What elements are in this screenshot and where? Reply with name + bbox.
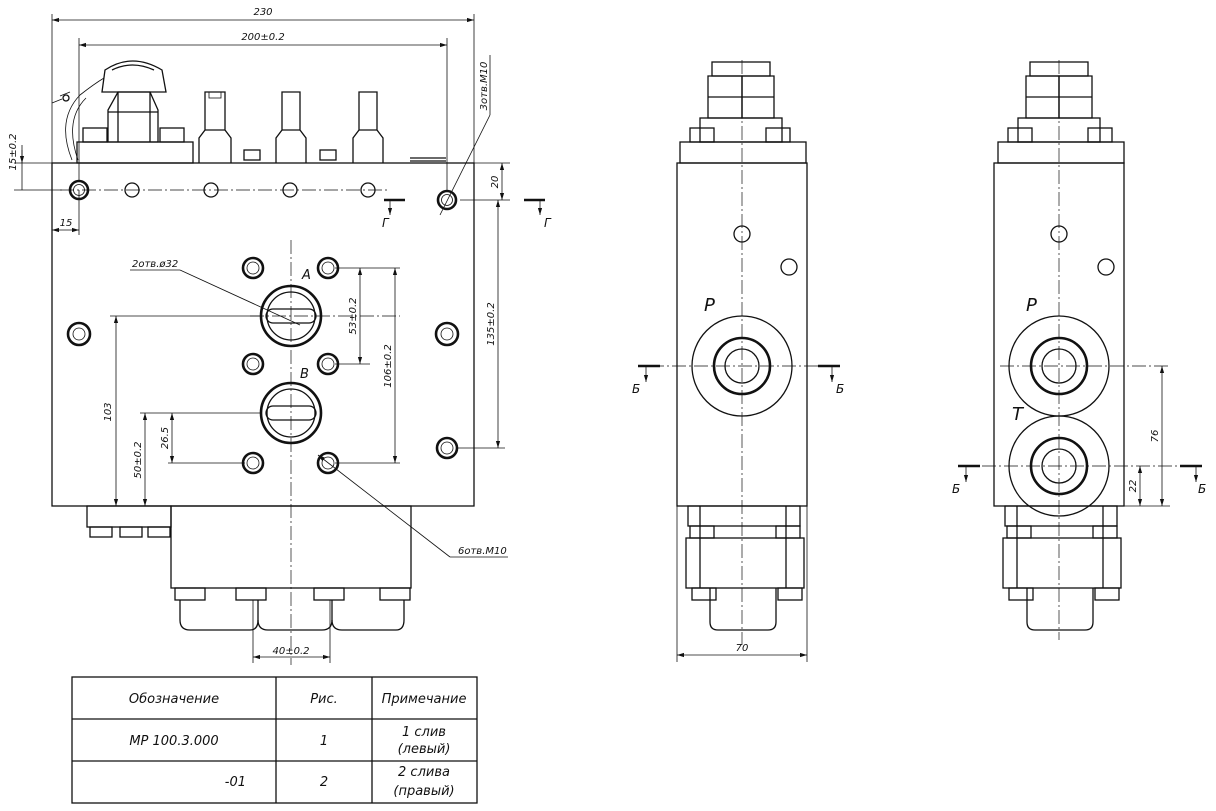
dim-103-label: 103 [103,402,114,421]
dimension-overall-width: 230 [51,7,475,165]
port-a-label: A [301,268,311,283]
side-view-2: P T 76 22 Б Б [952,60,1206,640]
dimension-26-5: 26.5 [160,413,245,464]
table-row1-fig: 1 [320,734,328,749]
dimension-top-hole-offset: 20 [460,162,510,201]
designation-table: Обозначение Рис. Примечание МР 100.3.000… [71,676,478,804]
table-row1-note-line2: (левый) [398,742,451,757]
callout-3-holes-label: 3отв.M10 [479,62,490,111]
table-header-designation: Обозначение [129,692,219,707]
table-row2-note-line2: (правый) [393,784,454,799]
dim-106-label: 106±0.2 [383,344,394,387]
table-row2-note-line1: 2 слива [398,765,450,780]
section-mark-g: Г Г [382,198,552,230]
callout-2-ports-label: 2отв.ø32 [132,259,178,270]
side2-dim-76-label: 76 [1150,430,1161,443]
side2-section-left: Б [952,482,960,496]
dim-53-label: 53±0.2 [348,297,359,334]
dimension-40: 40±0.2 [252,600,331,663]
side2-port-p-label: P [1026,295,1037,316]
dimension-106: 106±0.2 [335,268,400,464]
dimension-top-offset: 15±0.2 [8,133,62,191]
dim-230-label: 230 [253,7,272,18]
valve-body [51,162,475,507]
dim-15-vertical-label: 15±0.2 [8,133,19,170]
side1-section-left: Б [632,382,640,396]
side1-width-label: 70 [736,643,749,654]
port-a: A [250,268,400,348]
dim-200-label: 200±0.2 [241,32,284,43]
table-row2-fig: 2 [320,775,328,790]
side2-dim-22-label: 22 [1128,480,1139,493]
port-mounting-holes [66,256,460,475]
dim-26-5-label: 26.5 [160,427,171,449]
dimension-103: 103 [103,315,262,506]
dimension-left-offset: 15 [52,190,80,235]
callout-3-holes-m10: 3отв.M10 [439,55,491,216]
section-mark-g-left: Г [382,216,390,230]
top-fittings [51,60,446,164]
side1-port-p-label: P [704,295,715,316]
front-view: 230 200±0.2 15±0.2 15 [8,7,552,665]
table-row2-designation: -01 [225,775,246,790]
dim-20-label: 20 [490,176,501,189]
dimension-50: 50±0.2 [133,412,262,506]
table-header-note: Примечание [382,692,467,707]
port-b-label: B [300,367,309,382]
dimension-135: 135±0.2 [456,200,505,449]
callout-6-holes-label: 6отв.M10 [458,546,507,557]
dimension-mounting-span: 200±0.2 [78,32,448,190]
dim-40-label: 40±0.2 [272,646,309,657]
dimension-53: 53±0.2 [335,267,400,365]
dim-15-label: 15 [60,218,73,229]
side1-section-right: Б [836,382,844,396]
dim-50-label: 50±0.2 [133,441,144,478]
section-mark-g-right: Г [544,216,552,230]
table-row1-note-line1: 1 слив [402,725,446,740]
top-mounting-holes [60,179,458,211]
side2-section-right: Б [1198,482,1206,496]
callout-2-ports: 2отв.ø32 [130,259,301,326]
dim-135-label: 135±0.2 [486,302,497,345]
side2-port-t-label: T [1012,404,1025,425]
side-view-1: P Б Б 70 [632,60,844,662]
table-row1-designation: МР 100.3.000 [129,734,218,749]
bottom-components [86,505,412,631]
table-header-fig: Рис. [310,692,338,707]
